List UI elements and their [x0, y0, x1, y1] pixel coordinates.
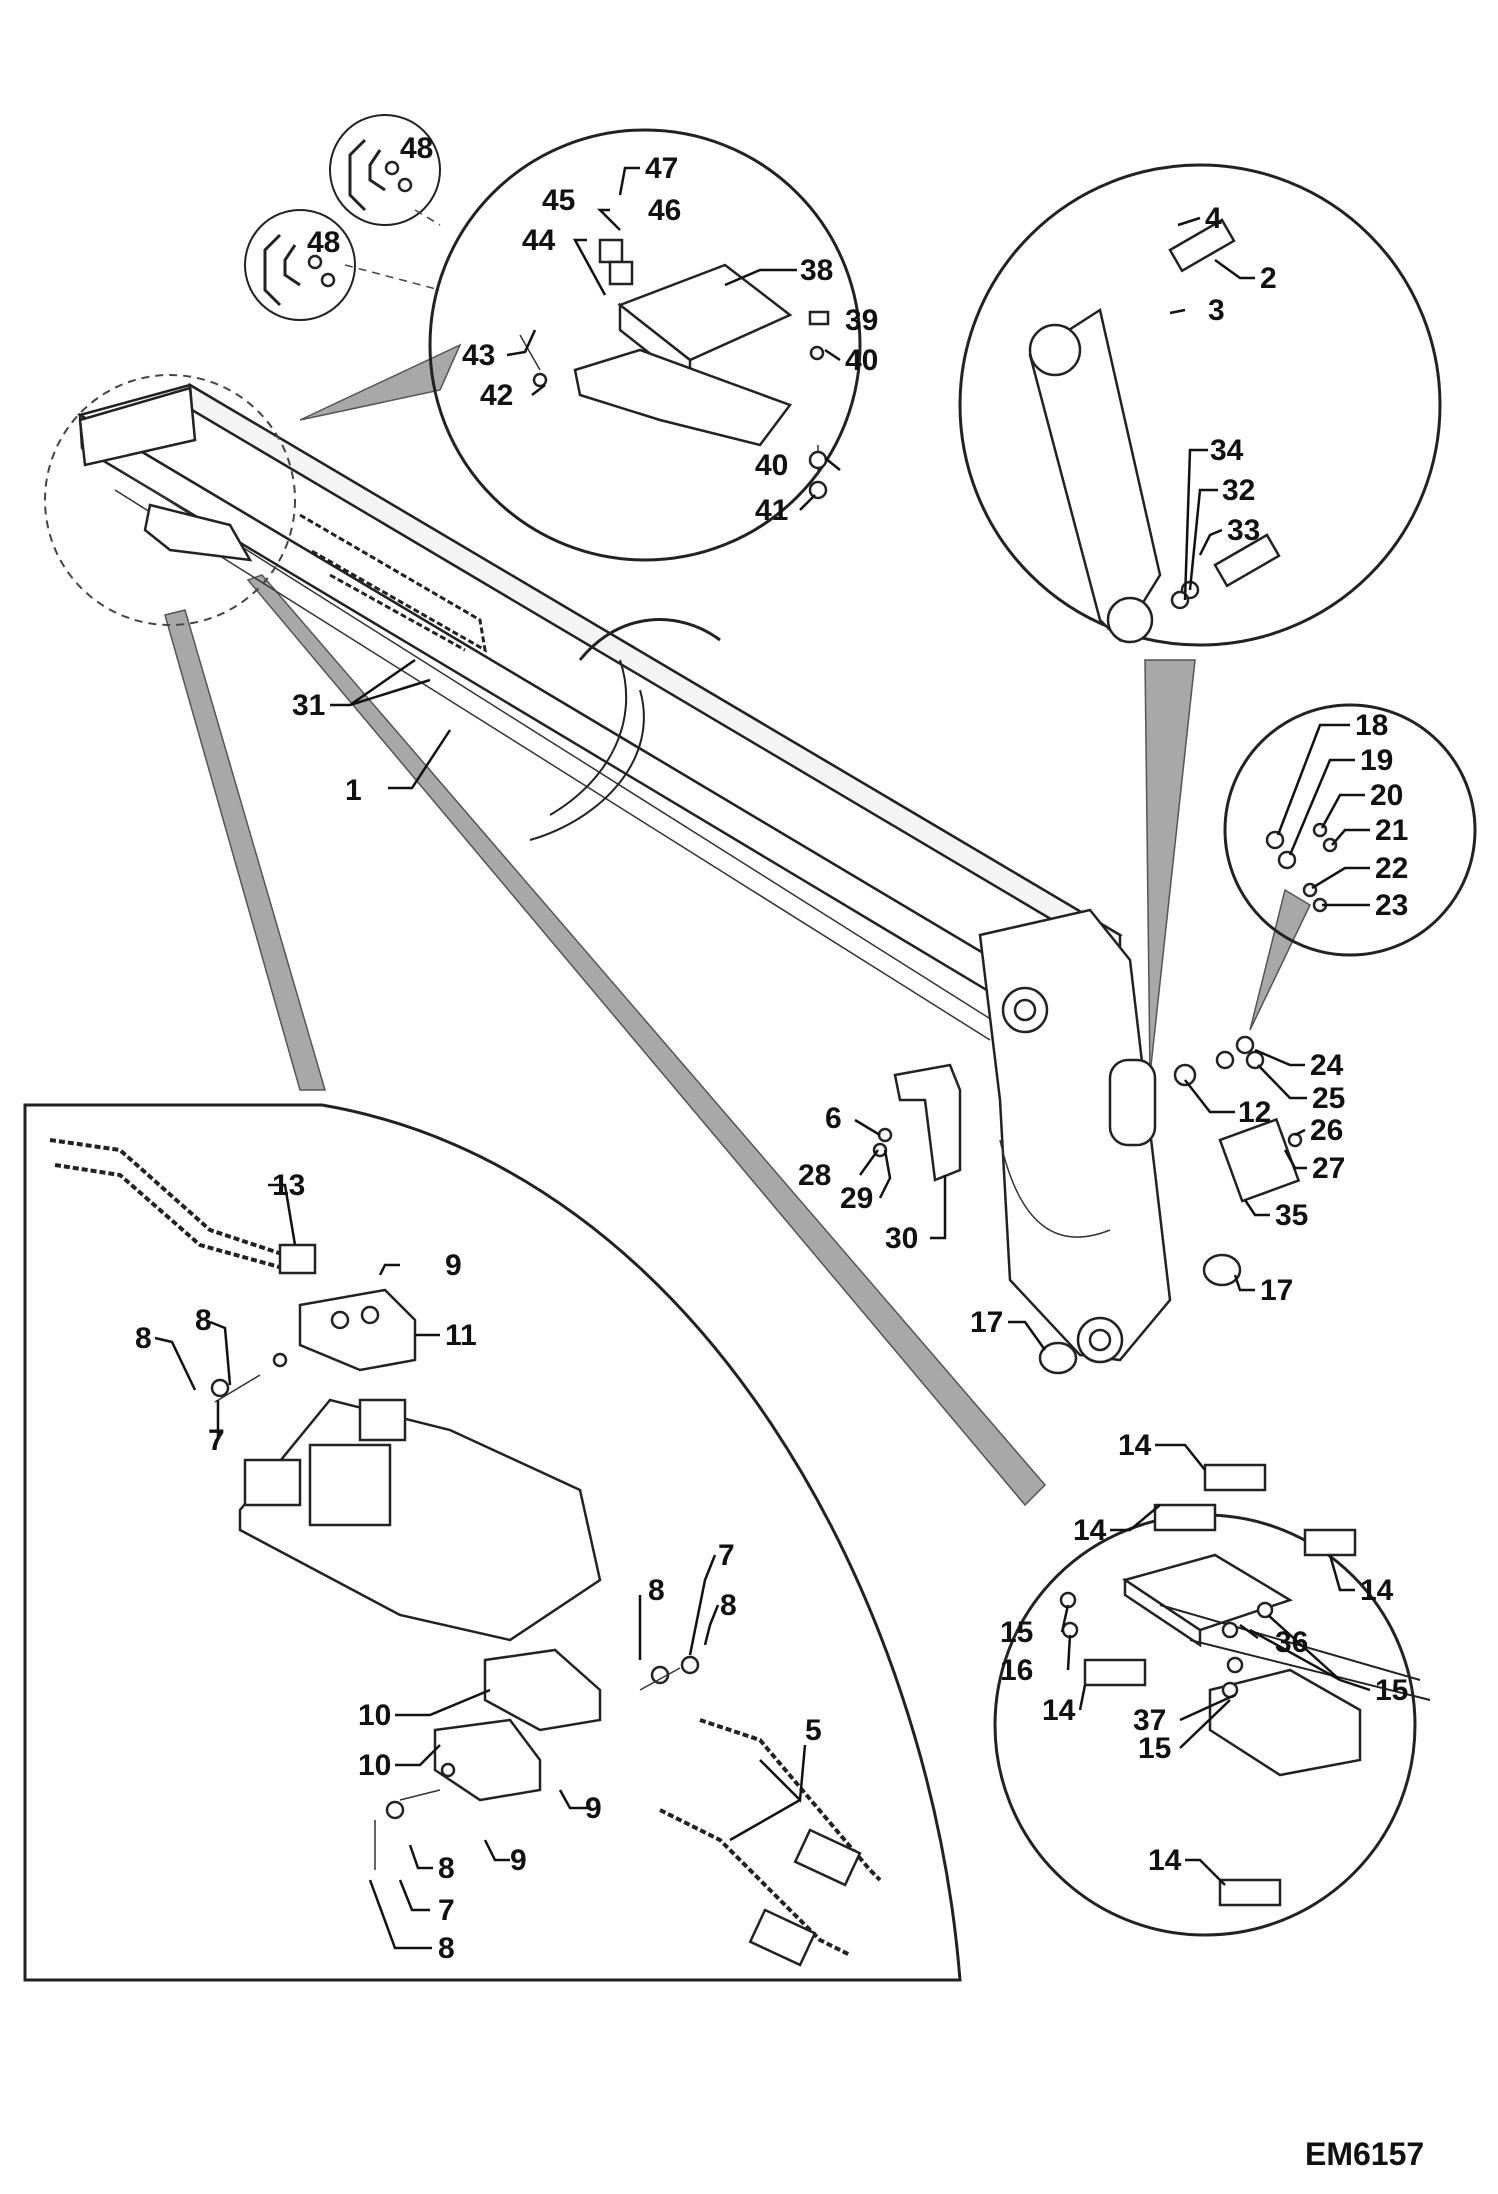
callout-43: 43 — [462, 339, 495, 372]
mount-plate — [238, 1398, 602, 1642]
callout-15b: 15 — [1375, 1674, 1408, 1707]
zoom-wedge-right — [246, 574, 1047, 1507]
callout-10b: 10 — [358, 1749, 391, 1782]
callout-9b: 9 — [585, 1792, 602, 1825]
callout-30: 30 — [885, 1222, 918, 1255]
callout-47: 47 — [645, 152, 678, 185]
callout-14c: 14 — [1360, 1574, 1394, 1607]
callout-29: 29 — [840, 1182, 873, 1215]
zoom-wedge-fittings — [1249, 888, 1311, 1031]
callout-5: 5 — [805, 1714, 822, 1747]
callout-21: 21 — [1375, 814, 1408, 847]
callout-31: 31 — [292, 689, 325, 722]
detail-ubolt-upper — [329, 114, 441, 226]
callout-14a: 14 — [1118, 1429, 1152, 1462]
callout-4: 4 — [1205, 202, 1222, 235]
callout-3: 3 — [1208, 294, 1225, 327]
callout-40a: 40 — [845, 344, 878, 377]
callout-41: 41 — [755, 494, 788, 527]
callout-40b: 40 — [755, 449, 788, 482]
callout-27: 27 — [1312, 1152, 1345, 1185]
callout-46: 46 — [648, 194, 681, 227]
detail-circle-mounts — [993, 1463, 1431, 1937]
callout-48b: 48 — [307, 226, 340, 259]
callout-44: 44 — [522, 224, 556, 257]
callout-34: 34 — [1210, 434, 1244, 467]
callout-13: 13 — [272, 1169, 305, 1202]
callout-45: 45 — [542, 184, 575, 217]
callout-8b: 8 — [135, 1322, 152, 1355]
bushing-17-right — [1202, 1253, 1242, 1287]
callout-12: 12 — [1238, 1096, 1271, 1129]
callout-23: 23 — [1375, 889, 1408, 922]
callout-8a: 8 — [195, 1304, 212, 1337]
chain-5-upper — [699, 1718, 882, 1882]
callout-32: 32 — [1222, 474, 1255, 507]
callout-16: 16 — [1000, 1654, 1033, 1687]
callout-7b: 7 — [718, 1539, 735, 1572]
callout-18: 18 — [1355, 709, 1388, 742]
block-10-upper — [483, 1648, 602, 1732]
detail-panel-chain-mount — [23, 1103, 962, 1982]
callout-33: 33 — [1227, 514, 1260, 547]
callout-35: 35 — [1275, 1199, 1308, 1232]
callout-28: 28 — [798, 1159, 831, 1192]
chain-5-lower — [659, 1808, 851, 1957]
callout-8d: 8 — [720, 1589, 737, 1622]
callout-9c: 9 — [510, 1844, 527, 1877]
callout-17a: 17 — [970, 1306, 1003, 1339]
bushing-17-left — [1038, 1341, 1078, 1375]
chain-track-lower — [329, 573, 466, 652]
mount-block-11 — [298, 1288, 417, 1372]
callout-42: 42 — [480, 379, 513, 412]
callout-15c: 15 — [1138, 1732, 1171, 1765]
zoom-wedge-cylinder — [1144, 659, 1196, 1076]
callout-17b: 17 — [1260, 1274, 1293, 1307]
callout-9a: 9 — [445, 1249, 462, 1282]
detail-circle-cylinder — [958, 163, 1442, 647]
chain-13 — [49, 1138, 301, 1272]
detail-ubolt-lower — [244, 209, 356, 321]
callout-25: 25 — [1312, 1082, 1345, 1115]
callout-10a: 10 — [358, 1699, 391, 1732]
callout-22: 22 — [1375, 852, 1408, 885]
zoom-wedge-left — [164, 609, 326, 1091]
callout-14e: 14 — [1148, 1844, 1182, 1877]
callout-7c: 7 — [438, 1894, 455, 1927]
boom-arm — [76, 382, 1172, 1364]
callout-36: 36 — [1275, 1626, 1308, 1659]
detail-circle-top — [428, 128, 862, 562]
callout-15a: 15 — [1000, 1616, 1033, 1649]
detail-circle-fittings — [1223, 703, 1477, 957]
zoom-wedge-top — [299, 343, 462, 421]
callout-48a: 48 — [400, 132, 433, 165]
callout-26: 26 — [1310, 1114, 1343, 1147]
callout-6: 6 — [825, 1102, 842, 1135]
block-10-lower — [433, 1718, 542, 1802]
callout-7a: 7 — [208, 1424, 225, 1457]
callout-37: 37 — [1133, 1704, 1166, 1737]
callout-19: 19 — [1360, 744, 1393, 777]
figure-ref: EM6157 — [1305, 2136, 1424, 2172]
callout-11: 11 — [445, 1319, 477, 1352]
callout-20: 20 — [1370, 779, 1403, 812]
callout-14d: 14 — [1042, 1694, 1076, 1727]
callout-1: 1 — [345, 774, 362, 807]
callout-38: 38 — [800, 254, 833, 287]
callout-14b: 14 — [1073, 1514, 1107, 1547]
bracket-30 — [872, 1063, 962, 1182]
callout-8e: 8 — [438, 1852, 455, 1885]
callout-labels: 1 2 3 4 5 6 7 7 7 8 8 8 8 8 8 9 9 9 10 1… — [135, 132, 1408, 1965]
callout-8f: 8 — [438, 1932, 455, 1965]
detail-circle-dashed — [44, 374, 296, 626]
callout-2: 2 — [1260, 262, 1277, 295]
chain-track-upper — [299, 513, 487, 653]
callout-39: 39 — [845, 304, 878, 337]
fittings-on-boom — [1173, 1035, 1303, 1203]
callout-24: 24 — [1310, 1049, 1344, 1082]
leader-lines — [154, 166, 1371, 1950]
callout-8c: 8 — [648, 1574, 665, 1607]
